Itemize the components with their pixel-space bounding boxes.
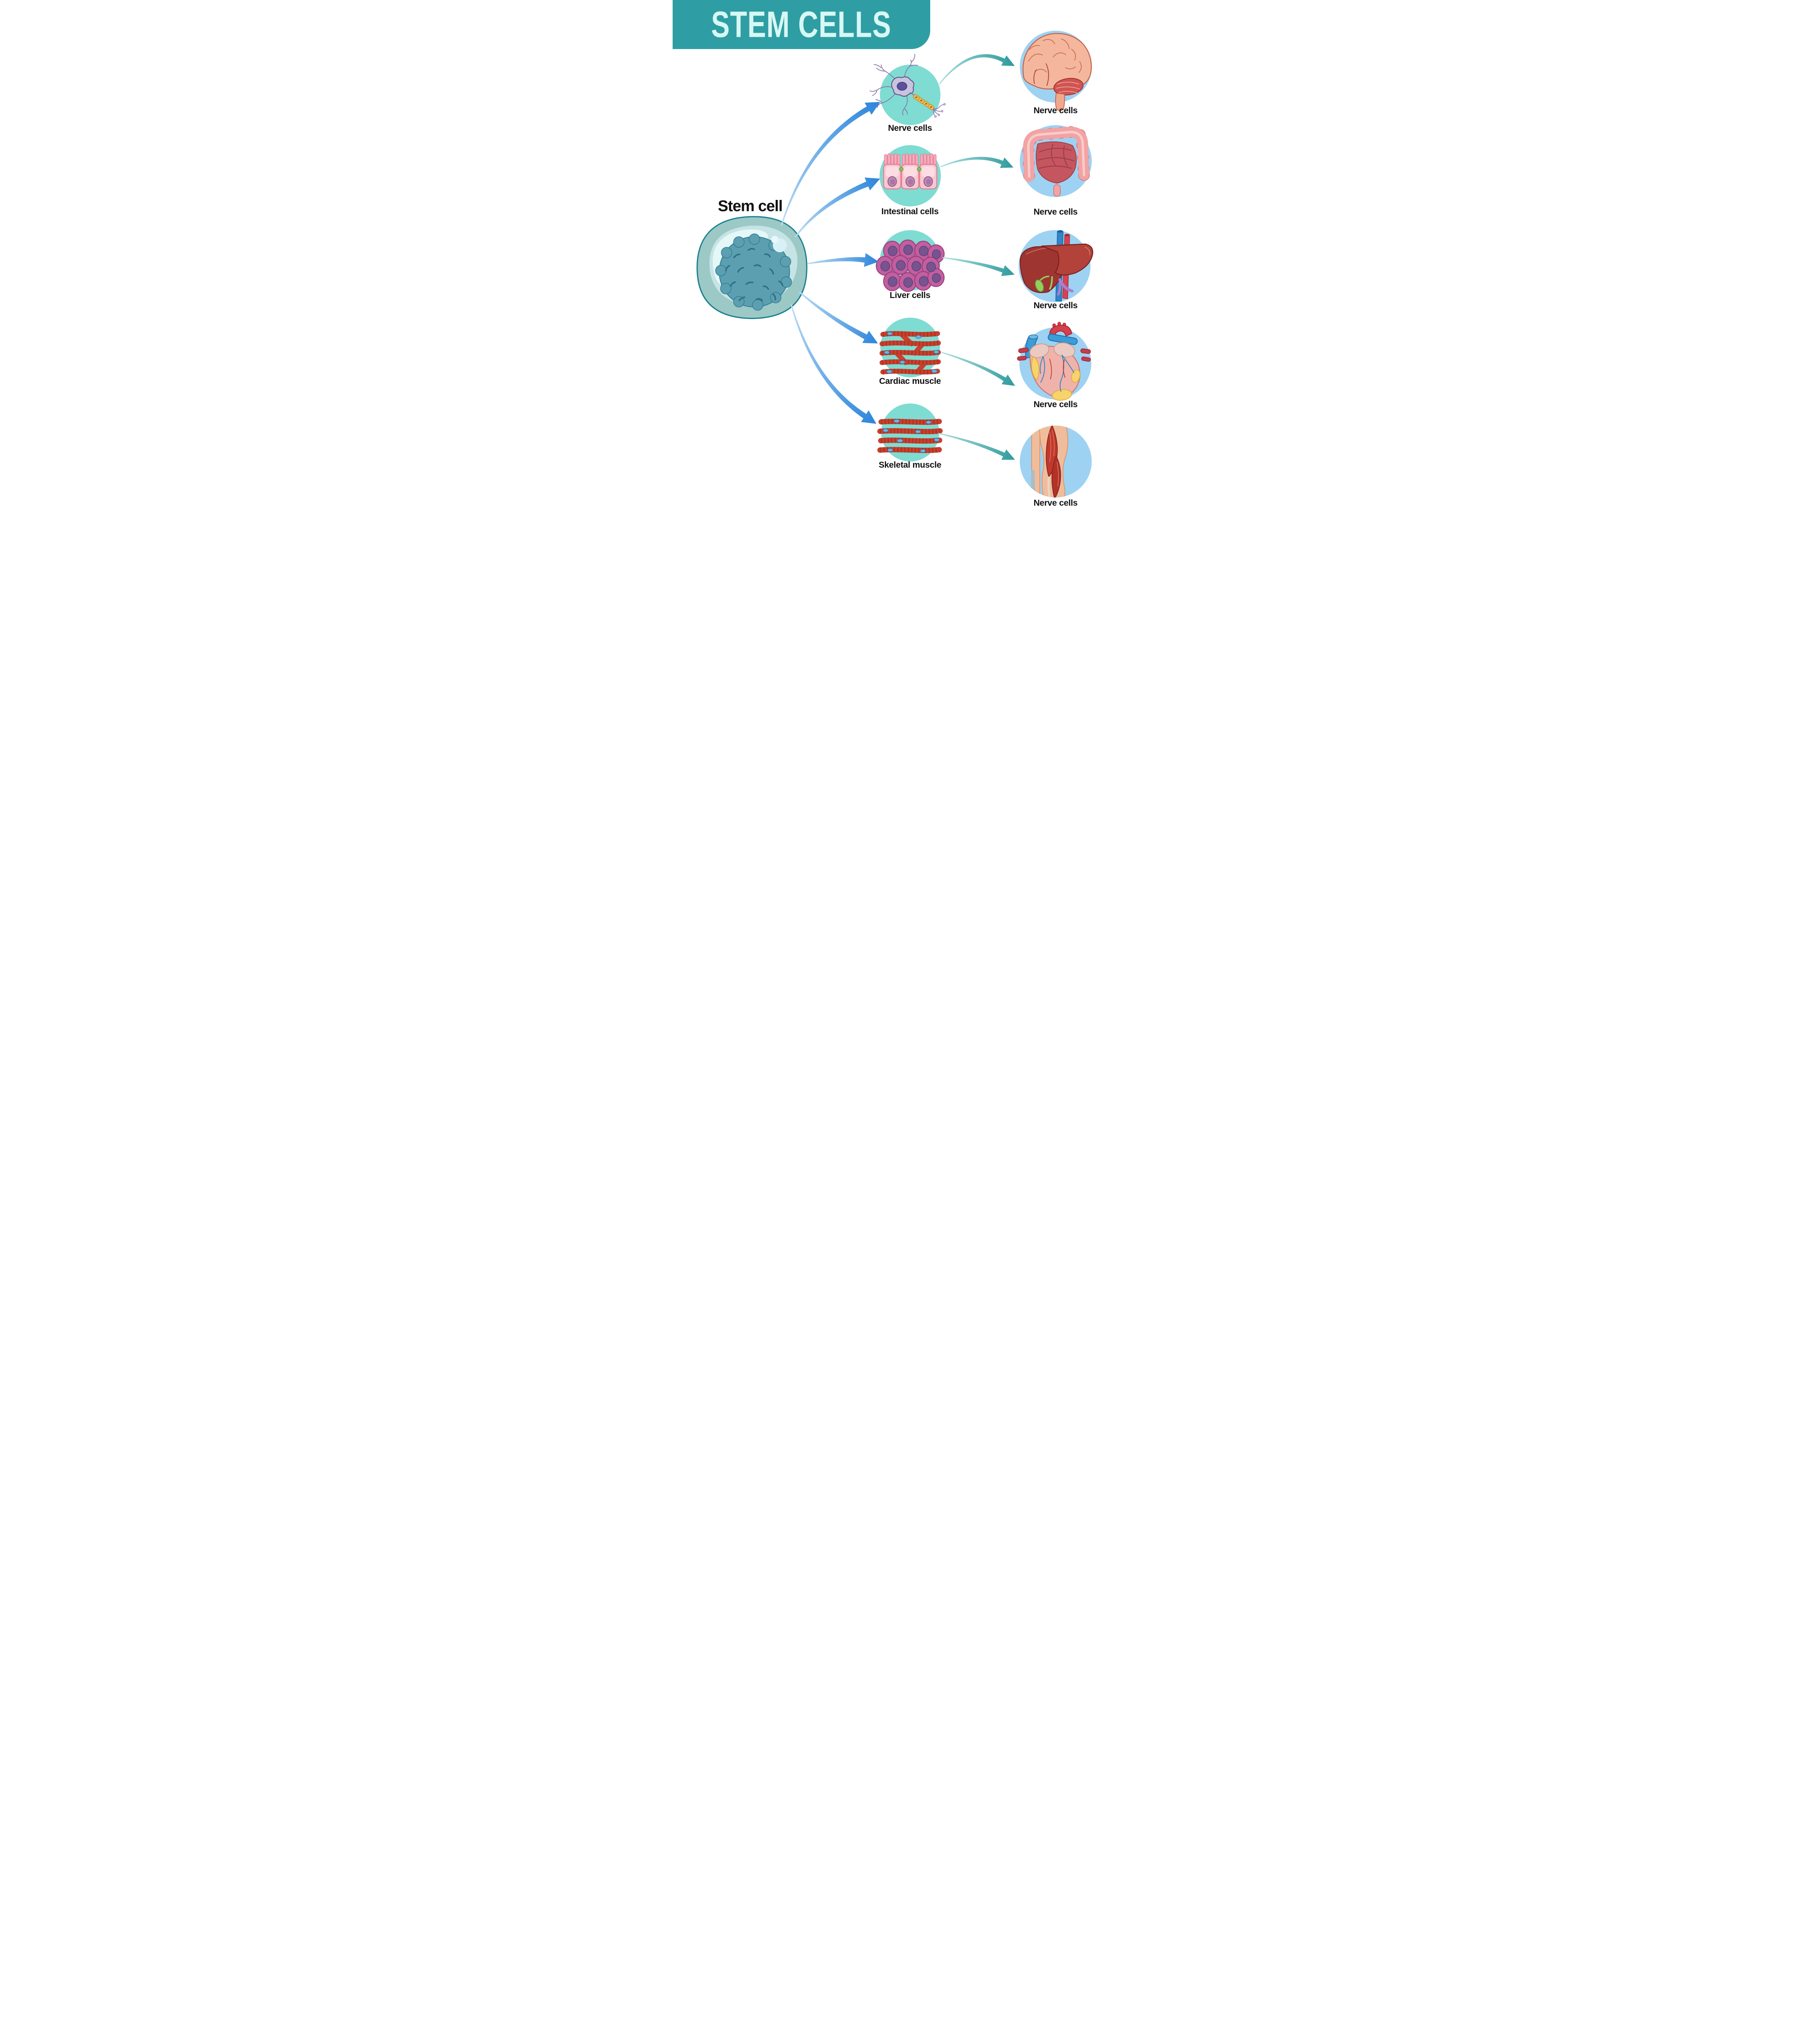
cardiac-muscle-fibers-icon (879, 331, 941, 374)
page-title: STEM CELLS (711, 4, 891, 45)
heart-icon (1017, 322, 1091, 401)
arrow-stem-to-cardiac-muscle (799, 291, 878, 343)
label-leg-muscle-organ: Nerve cells (1033, 498, 1078, 508)
arrow-stem-to-nerve-cells (781, 102, 880, 226)
arrow-cardiac-muscle-to-heart (941, 352, 1015, 386)
stem-cell-label: Stem cell (718, 197, 783, 215)
arrow-nerve-cells-to-brain (938, 54, 1015, 85)
arrows-layer (781, 54, 1015, 460)
arrow-stem-to-skeletal-muscle (790, 304, 876, 424)
skeletal-muscle-fibers-icon (877, 419, 943, 453)
label-liver-cells: Liver cells (889, 291, 931, 300)
arrow-skeletal-muscle-to-leg-muscle (938, 433, 1015, 460)
label-intestinal-cells: Intestinal cells (881, 207, 939, 216)
brain-icon (1022, 33, 1092, 111)
leg-muscle-icon (1030, 426, 1068, 498)
label-nerve-cells: Nerve cells (888, 123, 932, 133)
intestinal-epithelium-icon (883, 153, 937, 190)
neuron-icon (869, 54, 946, 118)
label-cardiac-muscle: Cardiac muscle (879, 377, 941, 386)
arrow-liver-cells-to-liver (942, 257, 1014, 276)
stem-cells-infographic: STEM CELLS Stem cell Nerve cells Intesti… (672, 0, 1121, 518)
arrow-stem-to-intestinal-cells (794, 177, 880, 238)
title-banner: STEM CELLS (672, 0, 930, 49)
liver-cells-icon (875, 239, 945, 292)
arrow-stem-to-liver-cells (807, 253, 879, 267)
cardiac-muscle-circle (880, 318, 940, 377)
stem-cell-icon (696, 216, 808, 319)
label-brain-organ: Nerve cells (1033, 106, 1078, 115)
label-heart-organ: Nerve cells (1033, 400, 1078, 409)
label-intestine-organ: Nerve cells (1033, 207, 1078, 217)
intestine-icon (1022, 126, 1090, 197)
label-liver-organ: Nerve cells (1033, 301, 1078, 310)
liver-icon (1019, 230, 1093, 302)
arrow-intestinal-cells-to-intestine (940, 157, 1014, 168)
label-skeletal-muscle: Skeletal muscle (878, 460, 942, 470)
infographic-artwork (696, 31, 1093, 498)
